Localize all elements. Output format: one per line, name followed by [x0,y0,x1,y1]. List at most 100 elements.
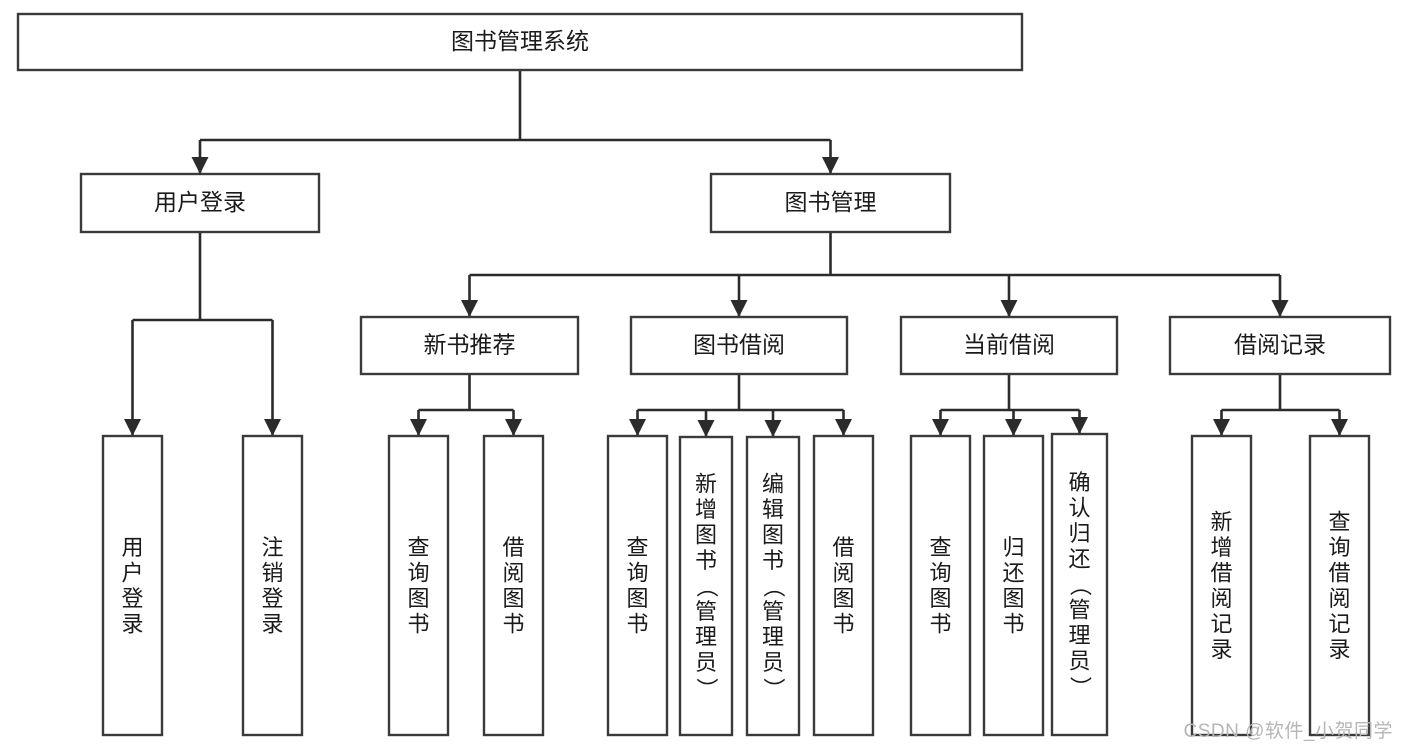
node-box [359,315,580,376]
arrow-head-icon [697,420,715,437]
node-label-char: 借 [1328,560,1350,585]
node-label-char: 录 [121,611,143,636]
arrow-head-icon [764,420,782,437]
node-label-char: 管 [695,599,717,624]
node-label-char: 阅 [502,560,524,585]
node-box [812,434,875,737]
csdn-watermark: CSDN @软件_小贺同学 [1183,721,1393,742]
node-label-char: 借 [1210,560,1232,585]
node-label: 图书管理 [785,189,877,215]
arrow-head-icon [124,419,141,436]
node-label-char: 登 [261,586,283,611]
node-label-char: ） [694,678,719,700]
node-label-char: 借 [832,535,854,560]
node-user-login[interactable]: 用户登录 [79,172,321,234]
node-label-char: 还 [1002,560,1024,585]
node-label-char: 阅 [1210,586,1232,611]
arrow-head-icon [835,419,852,436]
node-book-manage[interactable]: 图书管理 [709,172,952,234]
node-label-char: 书 [695,548,717,573]
node-box [79,172,321,234]
node-label-char: 员 [1068,649,1090,674]
node-root[interactable]: 图书管理系统 [16,12,1024,72]
node-label-char: 增 [1210,535,1232,560]
node-label-char: 记 [1210,611,1232,636]
node-label: 借阅记录 [1234,332,1326,358]
node-label-char: 阅 [832,560,854,585]
arrow-head-icon [1213,419,1230,436]
node-box [982,434,1045,737]
node-label-char: 理 [695,625,717,650]
node-label-char: 书 [929,611,951,636]
node-label-char: 销 [261,560,283,585]
node-label-char: 查 [1328,509,1350,534]
node-label-char: 询 [929,560,951,585]
arrow-head-icon [410,419,427,436]
node-label: 新书推荐 [424,332,516,358]
node-book-borrow[interactable]: 图书借阅 [629,315,849,376]
arrow-head-icon [461,300,478,317]
node-label-char: 登 [121,586,143,611]
node-label-char: 查 [407,535,429,560]
node-label-char: 询 [1328,535,1350,560]
node-label: 图书借阅 [693,332,785,358]
node-box [1050,432,1109,737]
node-label: 当前借阅 [963,332,1055,358]
node-label-char: 员 [762,650,784,675]
node-box [1190,434,1253,737]
node-borrow-record[interactable]: 借阅记录 [1168,315,1392,376]
node-current-borrow[interactable]: 当前借阅 [899,315,1119,376]
node-label-char: 员 [695,650,717,675]
node-label-char: 图 [502,586,524,611]
node-label-char: 图 [1002,586,1024,611]
node-label-char: 书 [832,611,854,636]
node-label-char: 查 [626,535,648,560]
node-label-char: 图 [695,523,717,548]
node-label: 图书管理系统 [451,28,589,54]
node-label-char: 用 [121,535,143,560]
node-box [629,315,849,376]
node-leaf-user-login[interactable]: 用户登录 [101,434,164,737]
arrow-head-icon [505,419,522,436]
node-label-char: 录 [261,611,283,636]
node-label-char: （ [761,576,786,598]
node-label-char: 阅 [1328,586,1350,611]
node-label-char: 还 [1068,547,1090,572]
node-label-char: （ [694,576,719,598]
node-label-char: ） [761,678,786,700]
node-label-char: 图 [626,586,648,611]
node-new-book-rec[interactable]: 新书推荐 [359,315,580,376]
node-box [606,434,669,737]
node-label-char: 书 [407,611,429,636]
node-label-char: 管 [762,599,784,624]
node-label-char: 理 [762,625,784,650]
node-label-char: 理 [1068,623,1090,648]
arrow-head-icon [822,157,839,174]
node-label-char: 户 [121,560,143,585]
node-box [16,12,1024,72]
node-label-char: （ [1068,574,1093,596]
node-label-char: 认 [1068,496,1090,521]
node-box [745,435,801,737]
node-label-char: 借 [502,535,524,560]
node-box [1308,434,1371,737]
node-box [101,434,164,737]
node-label-char: 图 [929,586,951,611]
node-label-char: 录 [1328,637,1350,662]
arrow-head-icon [264,419,281,436]
node-label-char: 图 [762,523,784,548]
node-label-char: 询 [407,560,429,585]
